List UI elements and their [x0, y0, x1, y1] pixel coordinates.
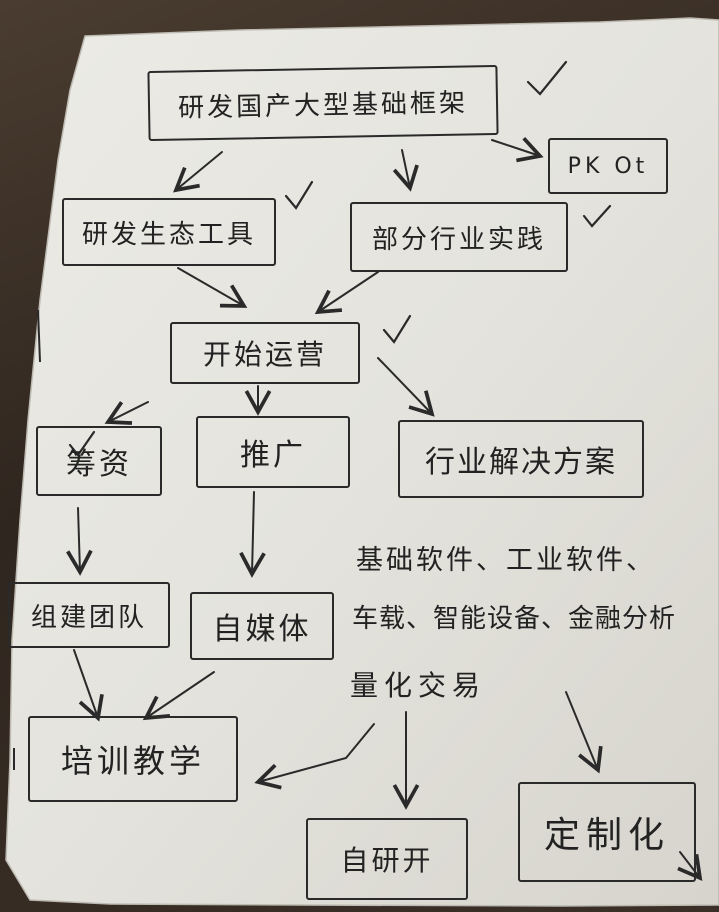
arrow-promote-to-media — [239, 491, 266, 578]
node-solutions: 行业解决方案 — [398, 420, 644, 498]
arrow-tools-to-operate — [177, 267, 248, 308]
check-mark-icon — [582, 204, 612, 228]
note-line-2: 车载、智能设备、金融分析 — [352, 604, 677, 634]
arrow-operate-to-solutions — [377, 357, 435, 417]
node-root: 研发国产大型基础框架 — [147, 64, 499, 142]
arrow-media-to-training — [142, 671, 215, 721]
arrow-operate-to-funding — [104, 401, 149, 425]
arrow-team-to-training — [73, 649, 104, 722]
check-mark-icon — [526, 60, 568, 96]
arrow-root-to-pk — [491, 137, 544, 163]
note-line-3: 量化交易 — [350, 669, 487, 702]
arrow-funding-to-team — [66, 507, 93, 576]
arrow-root-to-tools — [173, 151, 223, 193]
node-selfdev: 自研开 — [306, 818, 468, 900]
check-mark-icon — [382, 314, 412, 344]
node-promote: 推广 — [196, 416, 350, 488]
note-line-1: 基础软件、工业软件、 — [356, 545, 656, 576]
edge-mark — [37, 309, 41, 363]
node-tools: 研发生态工具 — [62, 198, 276, 266]
scribbles — [13, 309, 41, 770]
node-team: 组建团队 — [8, 582, 170, 648]
flow-arrows — [66, 137, 703, 882]
arrow-custom-tail — [677, 851, 703, 882]
arrow-root-to-practice — [392, 149, 419, 192]
node-training: 培训教学 — [28, 716, 238, 802]
check-mark-icon — [284, 180, 314, 210]
arrow-notes-to-training — [254, 723, 375, 790]
node-media: 自媒体 — [190, 592, 334, 660]
node-practice: 部分行业实践 — [350, 202, 568, 272]
check-mark-icon — [68, 430, 96, 457]
node-funding: 筹资 — [36, 426, 162, 496]
node-custom: 定制化 — [518, 782, 696, 882]
arrow-practice-to-operate — [314, 271, 379, 315]
node-pk: PK Ot — [548, 138, 668, 194]
check-mark-icons — [68, 60, 612, 457]
arrow-notes-to-custom — [565, 691, 603, 774]
node-operate: 开始运营 — [170, 322, 360, 384]
